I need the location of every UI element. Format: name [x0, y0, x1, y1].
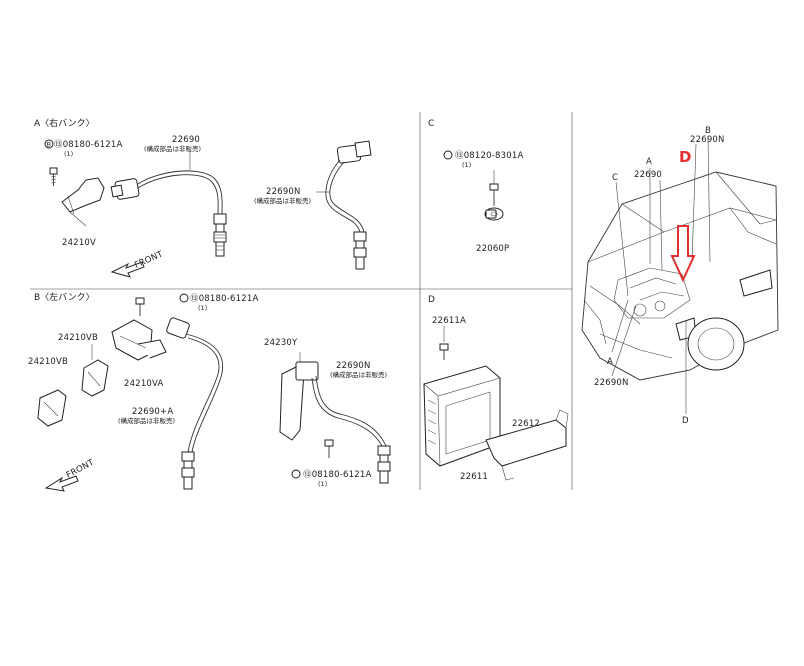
sensor-n-note-label: (構成部品は非販売): [330, 370, 387, 379]
bolt-qty-label: (1): [462, 161, 471, 169]
section-dividers: [30, 112, 573, 490]
sensor-part-label: 22060P: [476, 244, 509, 254]
front-arrow-icon: [110, 261, 145, 278]
sensor-n-part-label: 22690N: [336, 361, 371, 371]
clip-part-label: 24230Y: [264, 338, 298, 348]
bolt-part-label: 22611A: [432, 316, 466, 326]
front-arrow-icon: [44, 475, 79, 492]
knock-sensor-icon: [484, 183, 504, 221]
highlight-arrow-icon: [670, 225, 696, 283]
bolt-code-label: ⑬08180-6121A: [190, 294, 258, 304]
bolt-code-label: ⑬08120-8301A: [455, 151, 523, 161]
label-a: A: [646, 157, 652, 167]
label-d-bottom: D: [682, 416, 689, 426]
section-a-title: A〈右バンク〉: [34, 117, 95, 129]
sensor-note-label: (構成部品は非販売): [144, 144, 201, 153]
bracket-vb2-label: 24210VB: [28, 357, 68, 367]
oxygen-sensor-n-icon: [325, 140, 372, 270]
label-b: B: [705, 126, 711, 136]
bracket-vb2-icon: [37, 389, 67, 427]
front-label: FRONT: [133, 249, 165, 271]
control-module-icon: [423, 365, 501, 467]
svg-text:B: B: [47, 141, 51, 149]
bolt-icon: B: [44, 139, 58, 186]
sensor-part-label: 22690: [172, 135, 200, 145]
oxygen-sensor-icon: [110, 170, 227, 257]
bracket-vb-label: 24210VB: [58, 333, 98, 343]
bolt-icon: [135, 297, 145, 316]
label-c: C: [612, 173, 618, 183]
section-b-title: B〈左バンク〉: [34, 291, 95, 303]
bracket-part-label: 24210V: [62, 238, 96, 248]
bolt2-code-label: ⑬08180-6121A: [303, 470, 371, 480]
sensor-n-part-label: 22690N: [266, 187, 301, 197]
bolt-qty-label: (1): [64, 150, 73, 158]
module-part-label: 22611: [460, 472, 488, 482]
section-d-letter: D: [428, 295, 435, 305]
section-c-letter: C: [428, 119, 434, 129]
sensor-n-note-label: (構成部品は非販売): [254, 196, 311, 205]
oxygen-sensor-a-icon: [166, 317, 223, 490]
vehicle-overview: B 22690N A 22690 C A 22690N D D: [581, 126, 779, 426]
highlight-letter: D: [679, 148, 691, 166]
bracket-part-label: 22612: [512, 419, 540, 429]
clip-icon: [279, 361, 391, 484]
bolt-icon: [439, 343, 449, 360]
section-a: A〈右バンク〉 B ⑬08180-6121A (1) 24210V: [34, 117, 372, 278]
bracket-va-label: 24210VA: [124, 379, 164, 389]
bolt-qty-label: (1): [198, 304, 207, 312]
bolt-code-label: ⑬08180-6121A: [54, 140, 122, 150]
front-label: FRONT: [65, 457, 97, 480]
section-b: B〈左バンク〉 ⑬08180-6121A (1) 24210VA 24210VB…: [28, 291, 391, 492]
label-22690: 22690: [634, 170, 662, 180]
sensor-a-part-label: 22690+A: [132, 407, 173, 417]
vehicle-icon: [581, 171, 779, 381]
sensor-a-note-label: (構成部品は非販売): [118, 416, 175, 425]
section-c: C ⑬08120-8301A (1) 22060P: [428, 119, 523, 254]
label-22690n-bottom: 22690N: [594, 378, 629, 388]
label-a-bottom: A: [607, 357, 613, 367]
bracket-va-icon: [111, 319, 167, 361]
bracket-icon: [61, 177, 105, 227]
label-22690n-top: 22690N: [690, 135, 725, 145]
bracket-vb-icon: [81, 359, 109, 397]
bolt2-qty-label: (1): [318, 480, 327, 488]
section-d: D 22611A 22612 22611: [423, 295, 569, 482]
module-bracket-icon: [485, 409, 569, 481]
